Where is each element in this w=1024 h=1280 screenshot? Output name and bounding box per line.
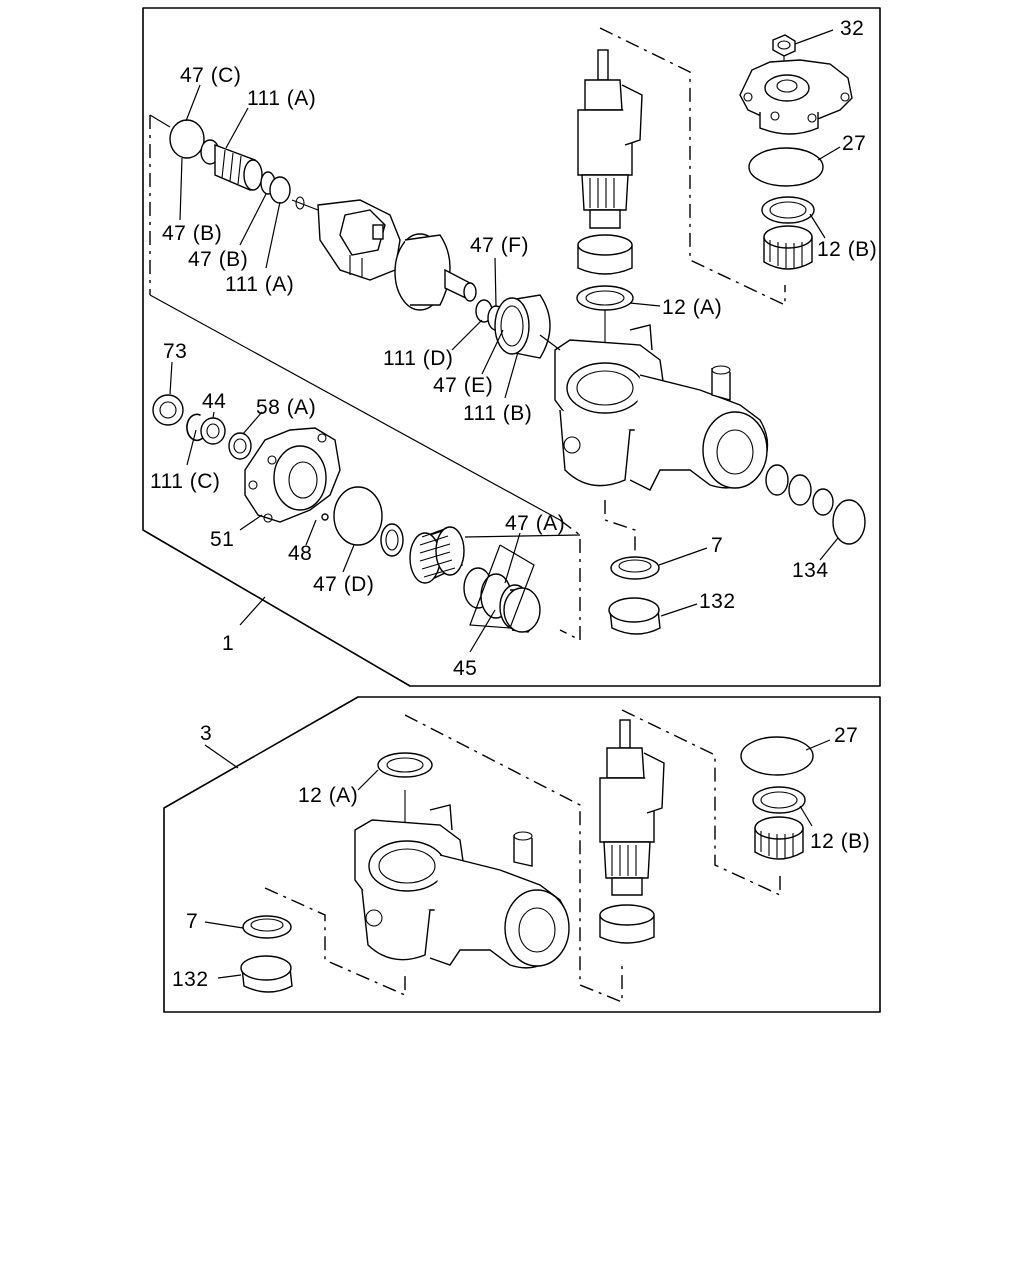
label-47c: 47 (C) <box>180 64 241 87</box>
nut-32 <box>772 34 796 78</box>
upper-assembly-frame <box>142 7 881 687</box>
seal-12a-lower <box>377 752 433 850</box>
label-12b-upper: 12 (B) <box>817 238 877 261</box>
label-58a: 58 (A) <box>256 396 316 419</box>
label-73: 73 <box>163 340 187 363</box>
snap-ring-111c <box>186 413 206 442</box>
seal-ring-piston <box>380 523 404 557</box>
label-132-lower: 132 <box>172 968 209 991</box>
label-111b: 111 (B) <box>463 402 532 425</box>
label-48: 48 <box>288 542 312 565</box>
seal-7-lower <box>242 915 292 939</box>
o-rings-47b-111a <box>260 171 291 204</box>
label-45: 45 <box>453 657 477 680</box>
label-111a-top: 111 (A) <box>247 87 316 110</box>
lower-subassembly-brackets <box>264 709 781 1004</box>
seal-12a-upper <box>576 285 634 360</box>
top-cover <box>739 59 853 135</box>
sector-bearing-upper <box>577 234 633 275</box>
gasket-27-upper <box>748 147 824 187</box>
sector-shaft-upper <box>577 49 643 229</box>
valve-sleeve <box>200 139 263 191</box>
upper-valve-subassembly-bracket <box>149 27 786 642</box>
needle-bearing-lower <box>754 816 804 860</box>
boot-132-upper <box>608 597 661 635</box>
piston-rings-45-47a <box>463 544 541 633</box>
piston <box>409 526 465 584</box>
end-cover-51 <box>244 427 341 523</box>
gasket-27-lower <box>740 736 814 776</box>
seal-73 <box>152 394 184 426</box>
sector-bearing-lower <box>599 904 655 944</box>
o-ring-47e-111b <box>494 294 561 359</box>
sector-shaft-lower <box>599 719 665 896</box>
lower-assembly-frame <box>163 696 881 1013</box>
label-7-upper: 7 <box>711 534 723 557</box>
label-47b-second: 47 (B) <box>188 248 248 271</box>
label-111d: 111 (D) <box>383 347 453 370</box>
label-47d: 47 (D) <box>313 573 374 596</box>
label-1: 1 <box>222 632 234 655</box>
o-ring-47c <box>169 119 205 159</box>
o-ring-134 <box>832 499 866 545</box>
bearing-58a <box>228 432 252 460</box>
label-12a-upper: 12 (A) <box>662 296 722 319</box>
seal-7-upper <box>604 500 660 580</box>
gear-housing-lower <box>354 804 570 969</box>
label-32: 32 <box>840 17 864 40</box>
seal-12b-upper <box>761 196 815 224</box>
label-111c: 111 (C) <box>150 470 220 493</box>
label-47e: 47 (E) <box>433 374 493 397</box>
o-ring-47d <box>333 486 383 546</box>
needle-bearing-upper <box>763 225 813 270</box>
label-132-upper: 132 <box>699 590 736 613</box>
label-7-lower: 7 <box>186 910 198 933</box>
seal-12b-lower <box>752 786 806 814</box>
label-27-upper: 27 <box>842 132 866 155</box>
label-51: 51 <box>210 528 234 551</box>
pin-48 <box>321 513 329 521</box>
gear-housing-upper <box>554 324 769 491</box>
label-134: 134 <box>792 559 829 582</box>
label-3: 3 <box>200 722 212 745</box>
label-47f: 47 (F) <box>470 234 529 257</box>
label-27-lower: 27 <box>834 724 858 747</box>
label-111a-bottom: 111 (A) <box>225 273 294 296</box>
boot-132-lower <box>240 955 293 993</box>
housing-right-seals <box>765 464 834 516</box>
label-12a-lower: 12 (A) <box>298 784 358 807</box>
label-47a: 47 (A) <box>505 512 565 535</box>
worm-shaft-assembly <box>291 196 477 311</box>
callout-labels: 32 27 12 (B) 12 (A) 47 (C) 111 (A) 47 (B… <box>150 17 877 991</box>
leader-lines <box>169 29 841 979</box>
washer-44 <box>200 417 226 445</box>
label-47b-first: 47 (B) <box>162 222 222 245</box>
label-44: 44 <box>202 390 226 413</box>
label-12b-lower: 12 (B) <box>810 830 870 853</box>
